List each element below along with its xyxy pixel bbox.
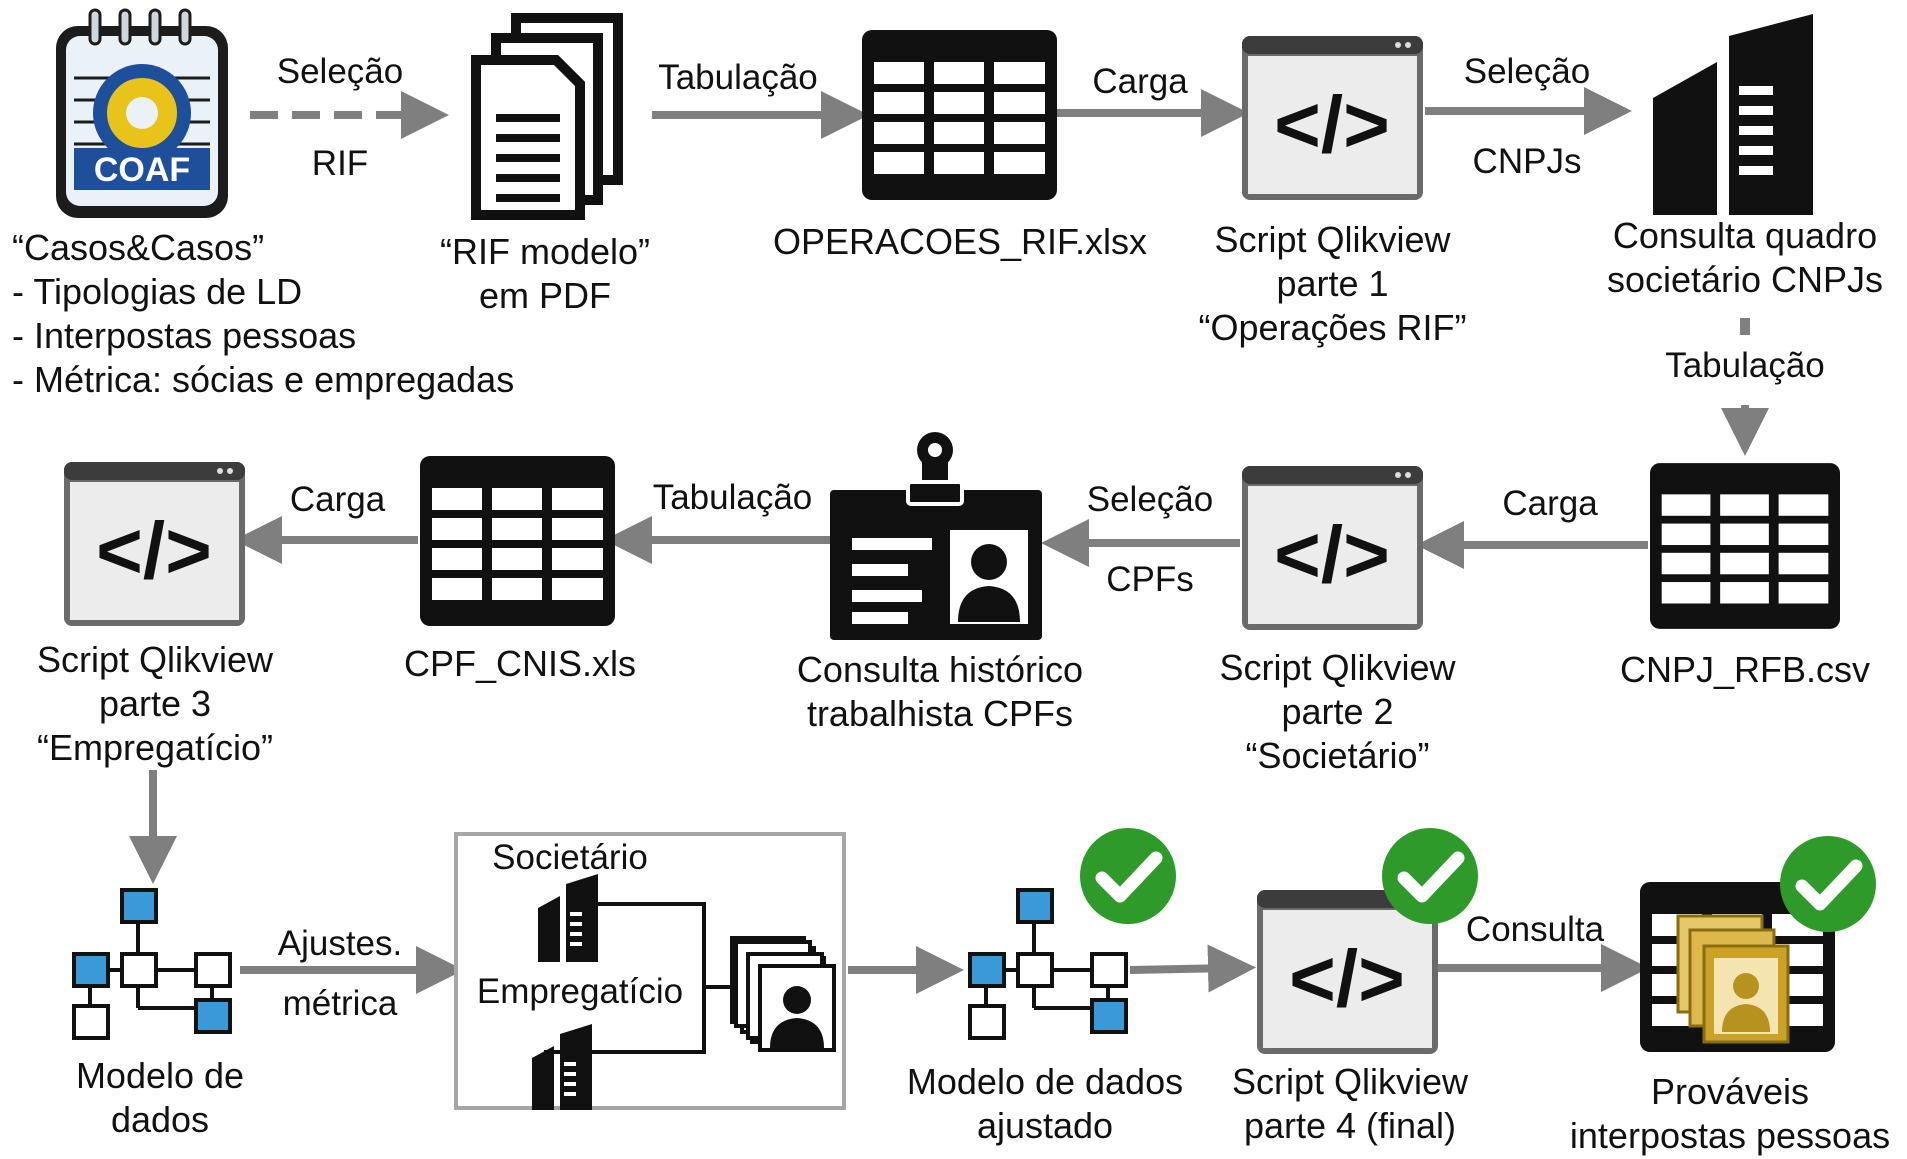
script2-caption-line1: Script Qlikview — [1219, 647, 1456, 688]
building-icon — [532, 1024, 592, 1110]
building-icon — [538, 874, 598, 962]
coaf-caption-line3: - Interpostas pessoas — [12, 315, 357, 356]
table-icon — [862, 30, 1057, 200]
provaveis-caption-line1: Prováveis — [1650, 1071, 1810, 1112]
arrow11-label-top: Consulta — [1465, 910, 1605, 949]
script3-caption-line1: Script Qlikview — [36, 639, 274, 680]
consulta-cnpj-caption-line1: Consulta quadro — [1612, 215, 1878, 256]
check-icon — [1780, 836, 1876, 932]
provaveis-caption-line2: interpostas pessoas — [1569, 1115, 1891, 1156]
building-icon — [1653, 14, 1813, 215]
script3-caption-line2: parte 3 — [98, 683, 212, 724]
table-icon — [420, 456, 615, 626]
coaf-notepad-icon — [56, 8, 228, 218]
script2-caption-line2: parte 2 — [1281, 691, 1394, 732]
modelo-caption-line2: dados — [110, 1099, 210, 1140]
arrow4-label-top: Seleção — [1463, 52, 1591, 91]
script1-caption-line2: parte 1 — [1276, 263, 1389, 304]
rif-pdf-caption-line2: em PDF — [478, 275, 611, 316]
arrow7-label-top: Seleção — [1086, 480, 1214, 519]
pdf-documents-icon — [471, 13, 623, 220]
operacoes-caption: OPERACOES_RIF.xlsx — [772, 221, 1148, 262]
check-icon — [1080, 828, 1176, 924]
script4-caption-line1: Script Qlikview — [1231, 1061, 1469, 1102]
person-photo-icon — [1676, 914, 1790, 1044]
arrow2-label-top: Tabulação — [658, 58, 818, 97]
arrow-model2-to-script4 — [1129, 944, 1256, 993]
consulta-cpf-caption-line2: trabalhista CPFs — [806, 693, 1074, 734]
cnpj-rfb-caption: CNPJ_RFB.csv — [1619, 649, 1871, 690]
metric-societario-label: Societário — [492, 838, 648, 877]
script1-caption-line1: Script Qlikview — [1214, 219, 1451, 260]
coaf-logo-text: COAF — [93, 151, 191, 189]
svg-text:</>: </> — [1274, 80, 1390, 169]
arrow9-label-top: Carga — [289, 480, 386, 519]
code-window-icon: </> — [1242, 36, 1423, 200]
arrow6-label-top: Carga — [1502, 484, 1598, 523]
script2-caption-line3: “Societário” — [1245, 735, 1430, 776]
arrow1-label-bottom: RIF — [311, 144, 369, 183]
arrow10-label-top: Ajustes. — [277, 924, 403, 963]
data-model-icon — [72, 888, 232, 1040]
person-photo-icon — [734, 940, 836, 1052]
arrow4-label-bottom: CNPJs — [1472, 142, 1582, 181]
metric-empregaticio-label: Empregatício — [476, 972, 684, 1011]
arrow1-label-top: Seleção — [276, 52, 404, 91]
modelo-ajustado-caption-line1: Modelo de dados — [906, 1061, 1184, 1102]
code-window-icon: </> — [64, 462, 245, 626]
coaf-caption-line4: - Métrica: sócias e empregadas — [12, 359, 515, 400]
id-badge-icon — [830, 432, 1042, 640]
check-icon — [1382, 828, 1478, 924]
svg-text:</>: </> — [1289, 934, 1405, 1023]
coaf-caption-line2: - Tipologias de LD — [12, 271, 303, 312]
script3-caption-line3: “Empregatício” — [36, 727, 274, 768]
table-icon — [1650, 463, 1840, 629]
coaf-caption-line1: “Casos&Casos” — [12, 227, 265, 268]
script4-caption-line2: parte 4 (final) — [1243, 1105, 1457, 1146]
cpf-cnis-caption: CPF_CNIS.xls — [403, 643, 637, 684]
consulta-cnpj-caption-line2: societário CNPJs — [1606, 259, 1884, 300]
modelo-ajustado-caption-line2: ajustado — [976, 1105, 1114, 1146]
arrow7-label-bottom: CPFs — [1106, 560, 1194, 599]
modelo-caption-line1: Modelo de — [75, 1055, 245, 1096]
svg-text:</>: </> — [1274, 510, 1390, 599]
rif-pdf-caption-line1: “RIF modelo” — [439, 231, 651, 272]
arrow5-label: Tabulação — [1665, 346, 1825, 385]
consulta-cpf-caption-line1: Consulta histórico — [796, 649, 1084, 690]
arrow3-label-top: Carga — [1092, 62, 1188, 101]
svg-text:</>: </> — [96, 506, 212, 595]
data-model-icon — [968, 888, 1128, 1040]
code-window-icon: </> — [1242, 466, 1423, 630]
arrow10-label-bottom: métrica — [282, 984, 398, 1023]
script1-caption-line3: “Operações RIF” — [1198, 307, 1467, 348]
arrow8-label-top: Tabulação — [652, 478, 813, 517]
